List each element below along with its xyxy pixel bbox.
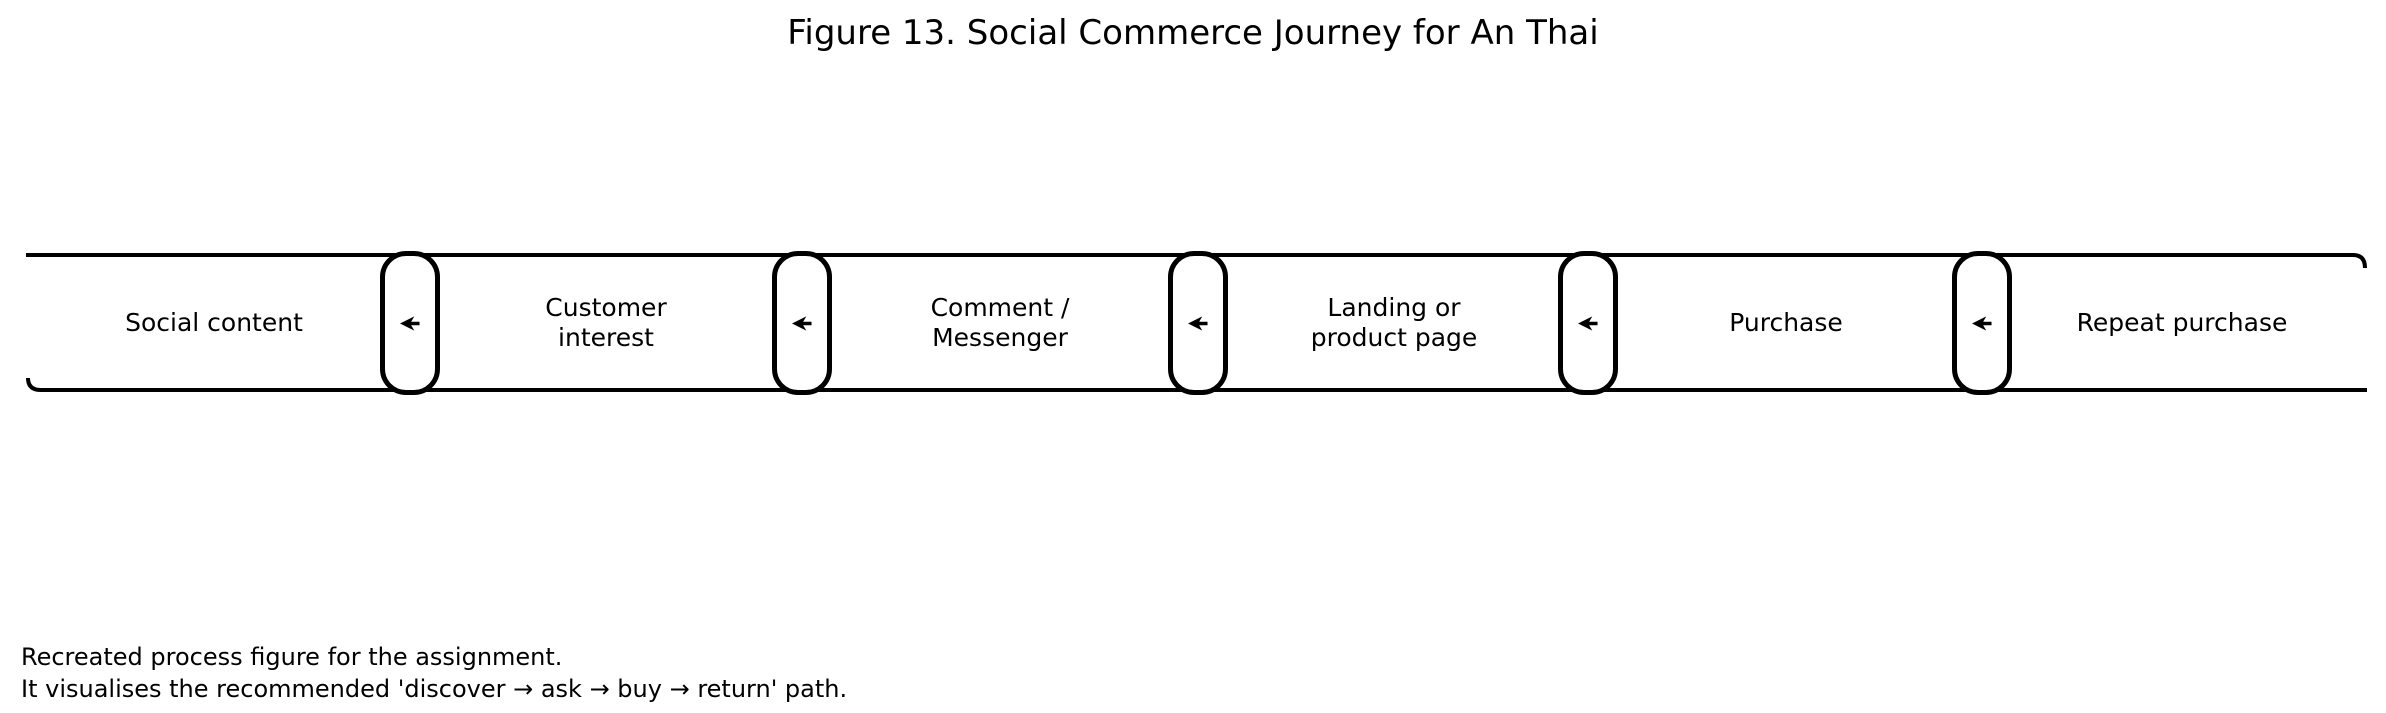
left-arrow-icon [1971, 315, 1992, 331]
stage-connector [1558, 251, 1618, 395]
band-top-line [26, 253, 2367, 269]
stage-comment-messenger: Comment / Messenger [930, 292, 1070, 352]
figure-title: Figure 13. Social Commerce Journey for A… [787, 13, 1599, 53]
left-arrow-icon [399, 315, 420, 331]
stage-repeat-purchase: Repeat purchase [2076, 307, 2288, 337]
stage-social-content: Social content [125, 307, 303, 337]
band-bottom-line [26, 377, 2367, 392]
caption-line-1: Recreated process figure for the assignm… [21, 643, 563, 671]
stage-customer-interest: Customer interest [545, 292, 667, 352]
stage-connector [1952, 251, 2012, 395]
stage-connector [772, 251, 832, 395]
stage-purchase: Purchase [1729, 307, 1843, 337]
left-arrow-icon [1577, 315, 1598, 331]
left-arrow-icon [791, 315, 812, 331]
caption-line-2: It visualises the recommended 'discover … [21, 675, 848, 703]
figure-caption: Recreated process figure for the assignm… [21, 641, 847, 705]
left-arrow-icon [1187, 315, 1208, 331]
stage-connector [380, 251, 440, 395]
stage-landing-product-page: Landing or product page [1310, 292, 1478, 352]
stage-connector [1168, 251, 1228, 395]
